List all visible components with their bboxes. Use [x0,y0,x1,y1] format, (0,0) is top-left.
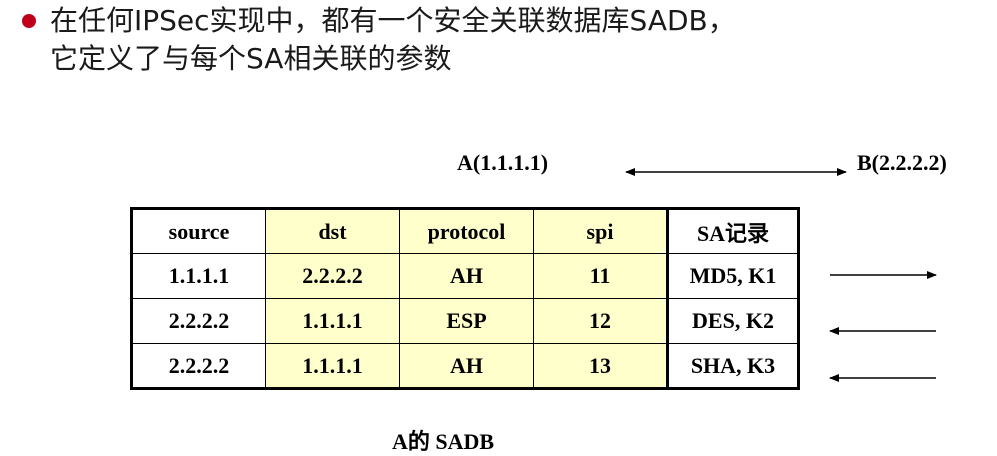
table-cell: 1.1.1.1 [265,343,400,389]
table-cell: 1.1.1.1 [131,253,266,299]
table-cell: 2.2.2.2 [131,343,266,389]
table-cell: SHA, K3 [666,343,799,389]
table-cell: 2.2.2.2 [131,298,266,344]
table-cell: 13 [533,343,668,389]
endpoint-b-label: B(2.2.2.2) [857,150,947,175]
table-caption: A的 SADB [392,429,495,454]
bullet-text: 在任何IPSec实现中，都有一个安全关联数据库SADB， 它定义了与每个SA相关… [22,2,982,78]
table-cell: MD5, K1 [666,253,799,299]
table-header-cell: dst [265,208,400,254]
table-cell: DES, K2 [666,298,799,344]
endpoint-a-label: A(1.1.1.1) [457,150,549,175]
table-cell: 11 [533,253,668,299]
table-cell: AH [399,253,534,299]
bullet-line-1: 在任何IPSec实现中，都有一个安全关联数据库SADB， [50,4,736,37]
table-cell: ESP [399,298,534,344]
table-cell: 2.2.2.2 [265,253,400,299]
table-cell: 12 [533,298,668,344]
bullet-line-2: 它定义了与每个SA相关联的参数 [50,42,452,75]
table-header-cell: protocol [399,208,534,254]
bullet-dot-icon [22,14,36,28]
table-header-cell: source [131,208,266,254]
table-cell: AH [399,343,534,389]
table-cell: 1.1.1.1 [265,298,400,344]
table-header-cell: spi [533,208,668,254]
table-header-cell: SA记录 [666,208,799,254]
